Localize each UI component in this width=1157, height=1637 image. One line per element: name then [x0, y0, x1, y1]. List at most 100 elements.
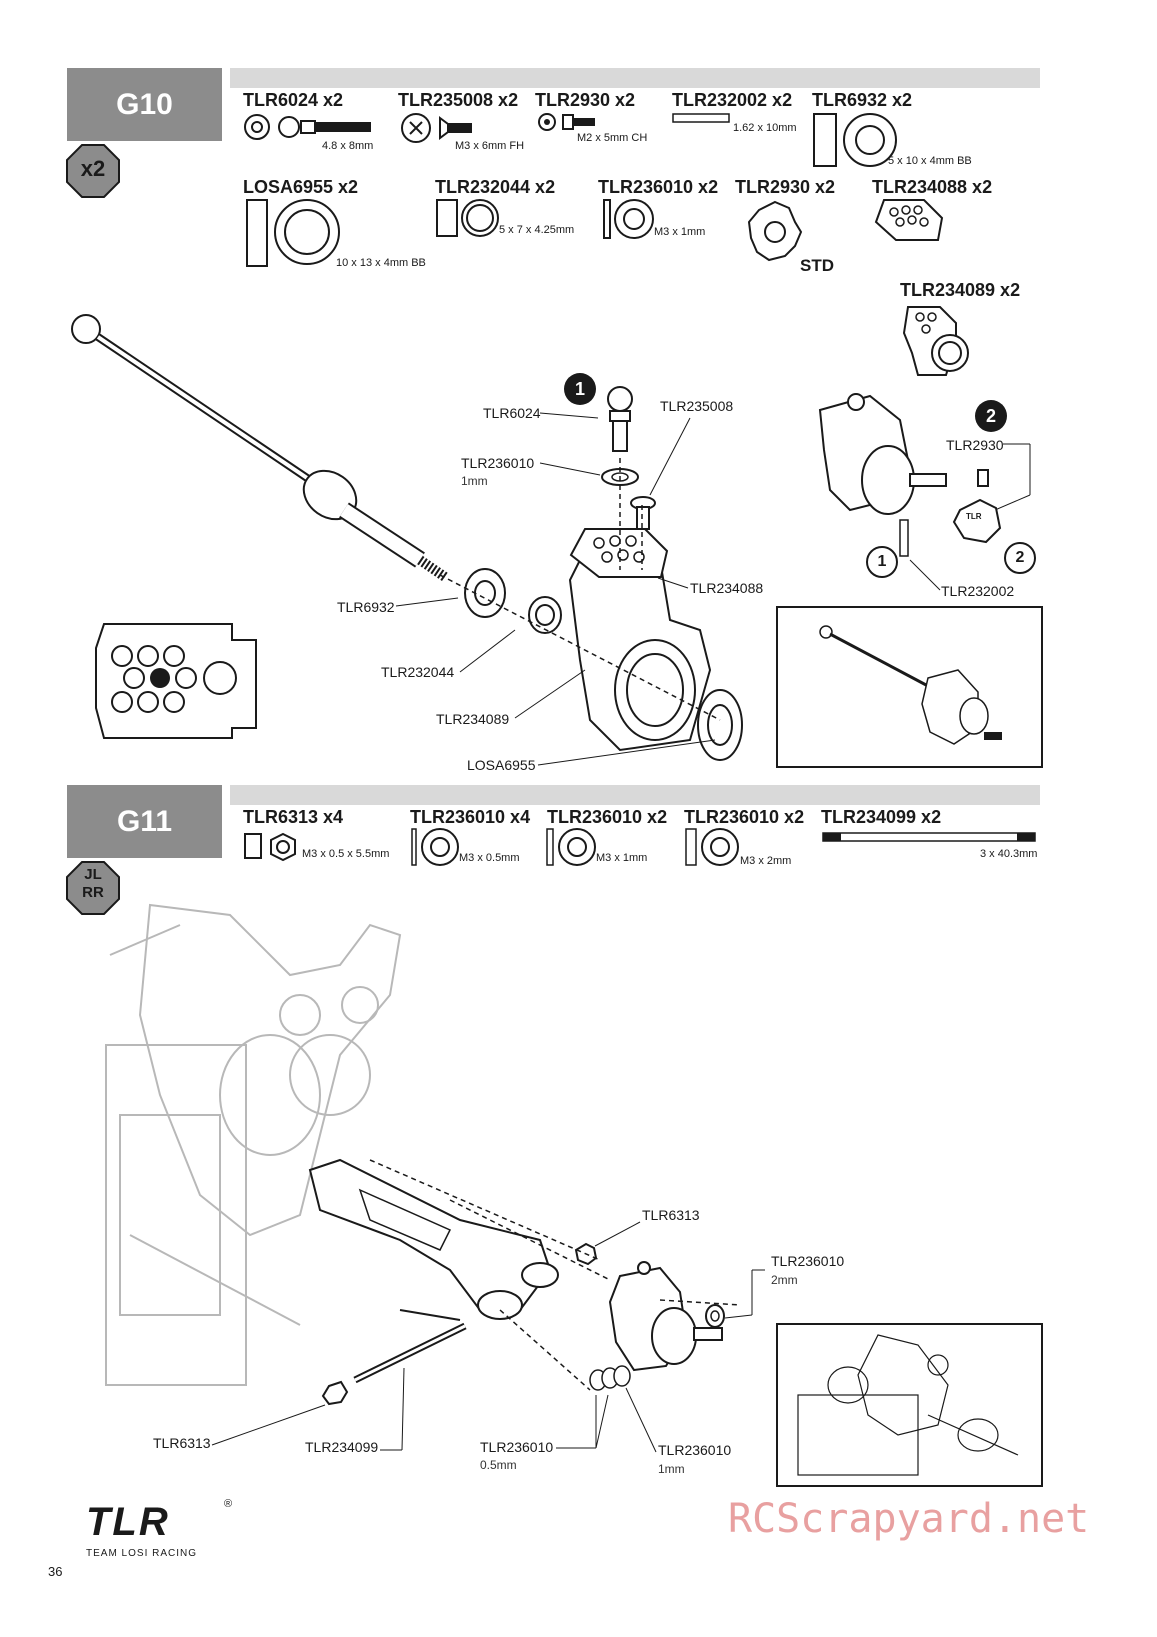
- part-spec: M3 x 2mm: [740, 855, 792, 867]
- callout-tlr6313-top: TLR6313: [642, 1207, 700, 1223]
- shim-2mm-illustration: [705, 1304, 725, 1328]
- part-label: TLR232002 x2: [672, 90, 793, 110]
- step-number-g11: G11: [67, 785, 222, 858]
- hinge-pin-illustration: [321, 1322, 467, 1406]
- steering-block-plate-icon: [874, 199, 944, 241]
- step-marker-1-outline: 1: [866, 546, 898, 578]
- part-label: TLR2930 x2: [735, 177, 836, 197]
- watermark: RCScrapyard.net: [728, 1496, 1090, 1542]
- driveshaft-illustration: [71, 314, 448, 582]
- part-label: TLR235008 x2: [398, 90, 519, 110]
- callout-tlr236010-1mm-size: 1mm: [658, 1462, 685, 1476]
- part-spec: M3 x 6mm FH: [455, 140, 525, 152]
- callout-tlr232002: TLR232002: [941, 583, 1015, 599]
- callout-tlr236010-2mm-size: 2mm: [771, 1273, 798, 1287]
- ball-stud-illustration: [601, 386, 639, 486]
- shim-icon: [546, 828, 596, 866]
- badge-text-top: JL: [84, 866, 102, 883]
- part-spec: 5 x 7 x 4.25mm: [499, 224, 575, 236]
- shim-icon: [411, 828, 459, 866]
- large-bearing-icon: [246, 199, 340, 267]
- flat-head-screw-icon: [401, 113, 472, 143]
- part-label: TLR236010 x4: [410, 807, 531, 827]
- callout-tlr236010-05-size: 0.5mm: [480, 1458, 517, 1472]
- suspension-arm-illustration: [308, 1158, 559, 1321]
- callout-tlr236010: TLR236010: [461, 455, 535, 471]
- ball-stud-icon: [244, 114, 371, 140]
- part-spec: M3 x 0.5 x 5.5mm: [302, 848, 390, 860]
- steering-block-assembly-illustration: [568, 528, 743, 761]
- callout-tlr6313-bottom: TLR6313: [153, 1435, 211, 1451]
- step-number-g10: G10: [67, 68, 222, 141]
- part-label: LOSA6955 x2: [243, 177, 359, 197]
- step-marker-2-outline: 2: [1004, 542, 1036, 574]
- part-label: TLR234099 x2: [821, 807, 942, 827]
- hub-std-label: STD: [800, 256, 834, 275]
- part-label: TLR6313 x4: [243, 807, 344, 827]
- chassis-background-illustration: [105, 903, 402, 1386]
- part-label: TLR6024 x2: [243, 90, 344, 110]
- part-label: TLR234088 x2: [872, 177, 993, 197]
- step-header-bar-g10: [230, 68, 1040, 88]
- part-label: TLR6932 x2: [812, 90, 913, 110]
- locknut-icon: [244, 832, 296, 862]
- part-spec: 4.8 x 8mm: [322, 140, 374, 152]
- callout-tlr236010-2mm: TLR236010: [771, 1253, 845, 1269]
- brand-tagline: TEAM LOSI RACING: [86, 1548, 198, 1559]
- callout-tlr2930: TLR2930: [946, 437, 1004, 453]
- quantity-octagon-badge: [66, 144, 120, 198]
- callout-tlr234088: TLR234088: [690, 580, 764, 596]
- part-spec: 3 x 40.3mm: [980, 848, 1038, 860]
- part-label: TLR232044 x2: [435, 177, 556, 197]
- step-marker-2: 2: [975, 400, 1007, 432]
- part-spec: M3 x 0.5mm: [459, 852, 520, 864]
- part-label: TLR234089 x2: [900, 280, 1021, 300]
- hinge-pin-icon: [822, 832, 1036, 842]
- callout-tlr234089: TLR234089: [436, 711, 510, 727]
- spacer-icon: [436, 199, 499, 237]
- pin-icon: [672, 113, 730, 123]
- part-spec: M3 x 1mm: [596, 852, 648, 864]
- assembled-view-inset-g11: [776, 1323, 1043, 1487]
- brand-logo: TLR: [86, 1500, 170, 1544]
- step-header-bar-g11: [230, 785, 1040, 805]
- left-right-octagon-badge: [66, 861, 120, 915]
- brand-registered-mark: ®: [224, 1498, 233, 1510]
- shim-icon: [603, 199, 654, 239]
- page-number: 36: [48, 1564, 63, 1579]
- callout-tlr234099: TLR234099: [305, 1439, 379, 1455]
- steering-block-top-view: [95, 623, 257, 739]
- callout-tlr236010-05: TLR236010: [480, 1439, 554, 1455]
- part-spec: 1.62 x 10mm: [733, 122, 797, 134]
- hub-text: TLR: [966, 512, 982, 521]
- part-label: TLR236010 x2: [547, 807, 668, 827]
- callout-tlr236010-size: 1mm: [461, 474, 488, 488]
- part-spec: M2 x 5mm CH: [577, 132, 648, 144]
- knuckle-illustration: [608, 1261, 723, 1372]
- part-spec: 10 x 13 x 4mm BB: [336, 257, 426, 269]
- badge-text-bottom: RR: [82, 884, 104, 901]
- step-marker-1: 1: [564, 373, 596, 405]
- part-spec: 5 x 10 x 4mm BB: [888, 155, 972, 167]
- assembled-view-inset-g10: [776, 606, 1043, 768]
- steering-block-icon: [902, 306, 969, 376]
- bearing-icon: [813, 113, 897, 167]
- bearing-stack-illustration: [464, 568, 562, 634]
- shim-icon: [685, 828, 739, 866]
- cap-head-screw-icon: [538, 113, 595, 131]
- part-label: TLR2930 x2: [535, 90, 636, 110]
- hex-hub-icon: [747, 200, 803, 262]
- assembled-chassis-view: [797, 1334, 1019, 1476]
- callout-tlr235008: TLR235008: [660, 398, 734, 414]
- callout-tlr6024: TLR6024: [483, 405, 541, 421]
- callout-tlr6932: TLR6932: [337, 599, 395, 615]
- callout-tlr232044: TLR232044: [381, 664, 455, 680]
- shim-stack-illustration: [589, 1365, 631, 1391]
- part-label: TLR236010 x2: [684, 807, 805, 827]
- part-label: TLR236010 x2: [598, 177, 719, 197]
- quantity-badge-text: x2: [80, 156, 106, 181]
- assembled-driveshaft-view: [819, 625, 1002, 745]
